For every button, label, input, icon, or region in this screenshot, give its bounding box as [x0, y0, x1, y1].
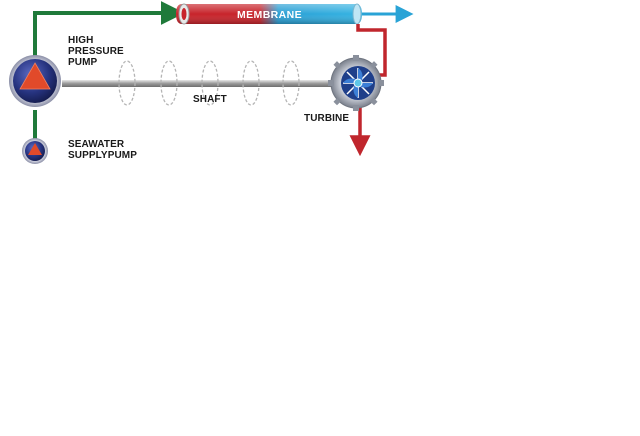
label-line: PUMP — [68, 57, 98, 68]
turbine-label: TURBINE — [304, 113, 350, 124]
rotation-ring — [242, 60, 260, 106]
turbine-icon — [328, 55, 384, 111]
rotation-ring — [282, 60, 300, 106]
label-line: SEAWATER — [68, 139, 125, 150]
shaft-label: SHAFT — [193, 94, 227, 105]
rotation-ring — [201, 60, 219, 106]
seawater-supply-pump-icon — [22, 138, 48, 164]
feed-water-line — [33, 1, 185, 140]
label-line: HIGH — [68, 35, 94, 46]
label-line: SUPPLYPUMP — [68, 150, 137, 161]
seawater-supply-pump-label: SEAWATER SUPPLYPUMP — [68, 139, 137, 161]
rotation-ring — [160, 60, 178, 106]
high-pressure-pump-label: HIGH PRESSURE PUMP — [68, 35, 124, 68]
high-pressure-pump-icon — [9, 55, 61, 107]
label-line: PRESSURE — [68, 46, 124, 57]
membrane-label: MEMBRANE — [237, 9, 303, 21]
membrane-vessel-icon — [176, 3, 362, 25]
shaft — [62, 80, 352, 87]
rotation-ring — [118, 60, 136, 106]
rotation-indicators — [118, 60, 300, 106]
